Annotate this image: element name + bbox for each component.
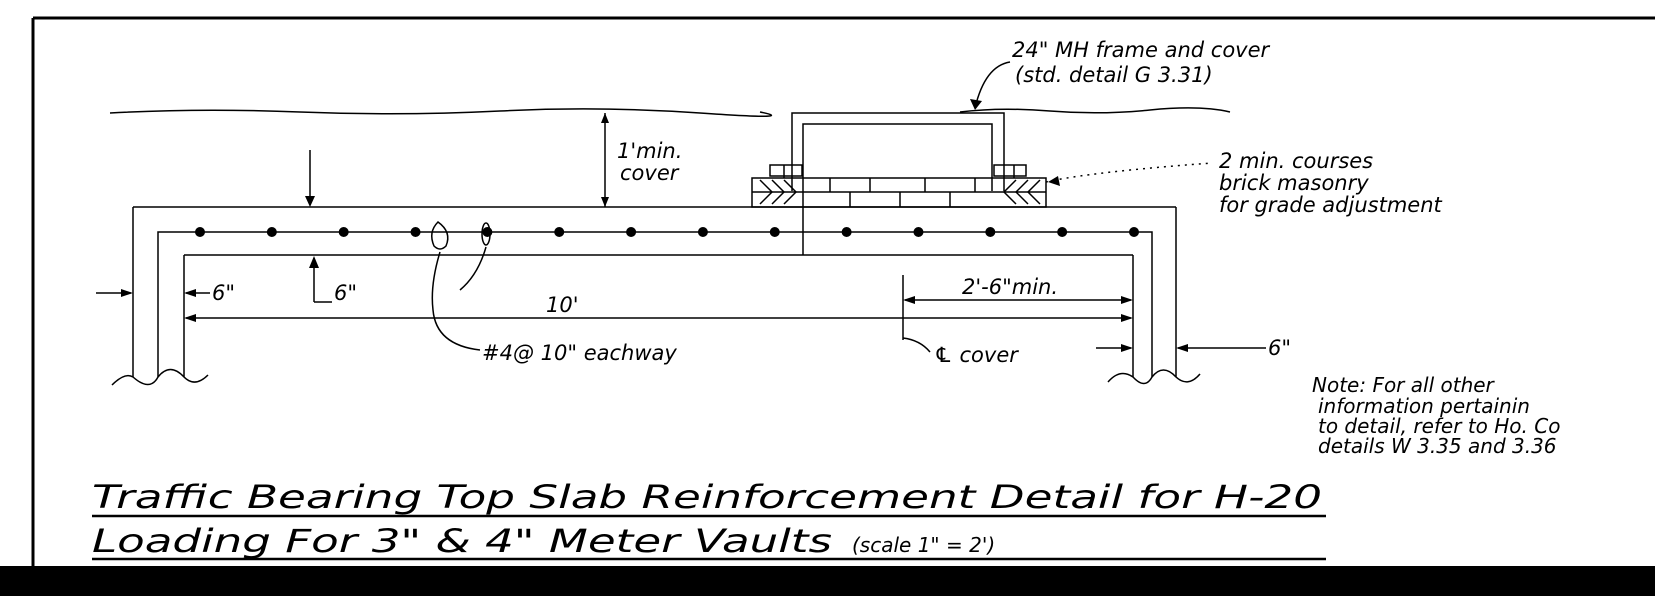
title-scale: (scale 1" = 2') [852, 533, 995, 557]
dimension-lines [96, 61, 1266, 353]
span-dim: 10' [546, 293, 579, 317]
rebar-dot [626, 227, 637, 237]
rebar-dot [266, 227, 277, 237]
manhole-frame [769, 112, 1027, 255]
rebar-dot [195, 227, 205, 237]
rebar-callout-loops [431, 221, 491, 250]
rebar-label: #4@ 10" eachway [482, 341, 677, 365]
note-line-4: details W 3.35 and 3.36 [1318, 434, 1557, 458]
note-line-2: information pertainin [1318, 394, 1530, 418]
title-block: Traffic Bearing Top Slab Reinforcement D… [92, 478, 1326, 561]
slab-thickness-dim: 6" [334, 281, 357, 305]
rebar-dot [554, 227, 565, 237]
left-wall-dim: 6" [212, 281, 235, 305]
brick-courses [751, 177, 1047, 208]
dotted-leader [1045, 162, 1213, 183]
rebar-dot [1129, 227, 1139, 237]
drawing-labels: 24" MH frame and cover (std. detail G 3.… [212, 38, 1443, 367]
title-line-2: Loading For 3" & 4" Meter Vaults [92, 522, 832, 560]
rebar-dot [410, 227, 421, 237]
rebar-dot [482, 227, 493, 237]
brick-label-1: 2 min. courses [1219, 149, 1373, 173]
note-line-1: Note: For all other [1312, 373, 1496, 397]
brick-label-3: for grade adjustment [1219, 193, 1443, 217]
brick-label-2: brick masonry [1219, 171, 1369, 195]
cover-label: cover [620, 161, 680, 185]
note-block: Note: For all other information pertaini… [1312, 373, 1560, 458]
arrowheads [121, 99, 1188, 352]
rebar-dot [769, 227, 780, 237]
cover-offset-dim: 2'-6"min. [962, 275, 1058, 299]
note-line-3: to detail, refer to Ho. Co [1318, 414, 1560, 438]
sheet-border [31, 16, 1655, 596]
vault-outline [132, 206, 1177, 377]
rebar-dot [697, 227, 708, 237]
rebar-dot [985, 227, 996, 237]
ground-line [109, 107, 1231, 118]
rebar-dot [913, 227, 924, 237]
mh-frame-label: 24" MH frame and cover [1012, 38, 1271, 62]
rebar-dot [1057, 227, 1068, 237]
right-wall-dim: 6" [1268, 336, 1291, 360]
cover-centerline-label: ℄ cover [934, 343, 1019, 367]
bottom-black-band [0, 566, 1655, 596]
title-line-1: Traffic Bearing Top Slab Reinforcement D… [92, 478, 1322, 516]
mh-detail-label: (std. detail G 3.31) [1015, 63, 1213, 87]
rebar-dot [338, 227, 349, 237]
min-cover-label: 1'min. [617, 139, 682, 163]
rebar-dots [195, 227, 1139, 237]
break-lines [111, 368, 1201, 386]
rebar-dot [841, 227, 852, 237]
